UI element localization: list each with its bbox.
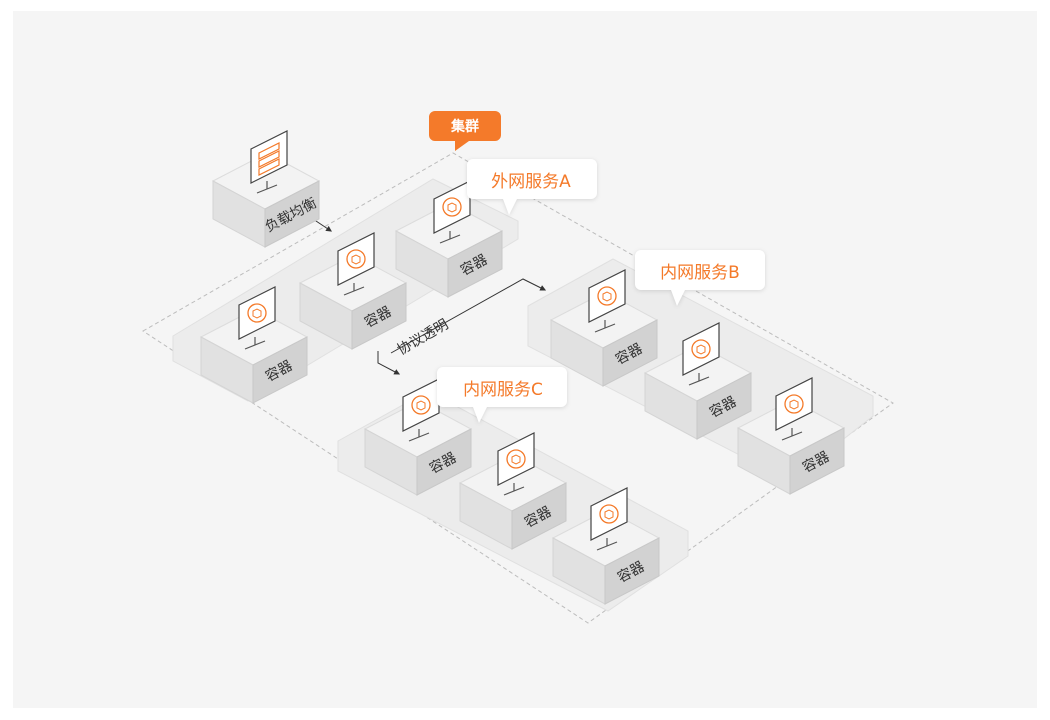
server-rack-icon bbox=[250, 130, 288, 194]
service-a-container-2: 容器 bbox=[298, 232, 408, 350]
service-a-container-3: 容器 bbox=[394, 180, 504, 298]
service-c-container-1: 容器 bbox=[363, 378, 473, 496]
service-b-container-2: 容器 bbox=[643, 322, 753, 440]
service-b-title: 内网服务B bbox=[660, 263, 740, 283]
container-box-icon bbox=[497, 432, 535, 496]
protocol-arrow-to-c bbox=[377, 351, 401, 375]
container-box-icon bbox=[337, 232, 375, 296]
service-b-container-3: 容器 bbox=[736, 377, 846, 495]
cluster-tag: 集群 bbox=[429, 111, 501, 151]
container-box-icon bbox=[433, 180, 471, 244]
diagram-background bbox=[13, 11, 1037, 708]
service-c-container-3: 容器 bbox=[551, 487, 661, 605]
container-box-icon bbox=[775, 377, 813, 441]
service-b-container-1: 容器 bbox=[549, 269, 659, 387]
cluster-boundary bbox=[142, 152, 894, 624]
load-balancer-node: 负载均衡 bbox=[211, 130, 321, 248]
service-b-callout: 内网服务B bbox=[635, 250, 765, 306]
service-a-container-1: 容器 bbox=[199, 286, 309, 404]
container-box-icon bbox=[238, 286, 276, 350]
service-c-title: 内网服务C bbox=[463, 380, 543, 400]
container-box-icon bbox=[588, 269, 626, 333]
cluster-tag-label: 集群 bbox=[450, 118, 479, 135]
service-a-callout: 外网服务A bbox=[467, 159, 597, 215]
service-c-container-2: 容器 bbox=[458, 432, 568, 550]
service-c-callout: 内网服务C bbox=[437, 367, 567, 423]
container-box-icon bbox=[682, 322, 720, 386]
diagram-canvas: 负载均衡容器容器容器容器容器容器容器容器容器 协议透明 集群 外网服务A 内网服… bbox=[13, 11, 1037, 708]
protocol-arrow-to-b bbox=[390, 278, 547, 354]
container-box-icon bbox=[590, 487, 628, 551]
service-a-title: 外网服务A bbox=[491, 172, 571, 192]
container-box-icon bbox=[402, 378, 440, 442]
